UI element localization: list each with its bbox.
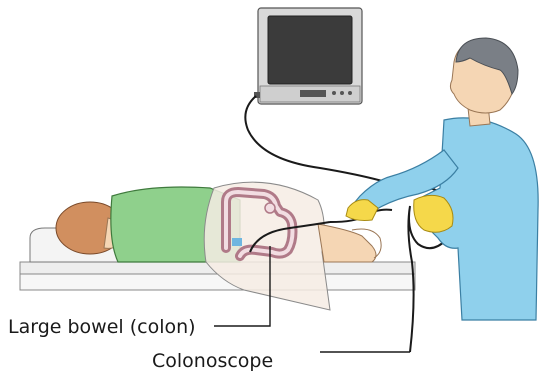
- colon-label: Large bowel (colon): [8, 318, 196, 337]
- video-monitor: [254, 8, 362, 104]
- colonoscope-label: Colonoscope: [152, 352, 273, 371]
